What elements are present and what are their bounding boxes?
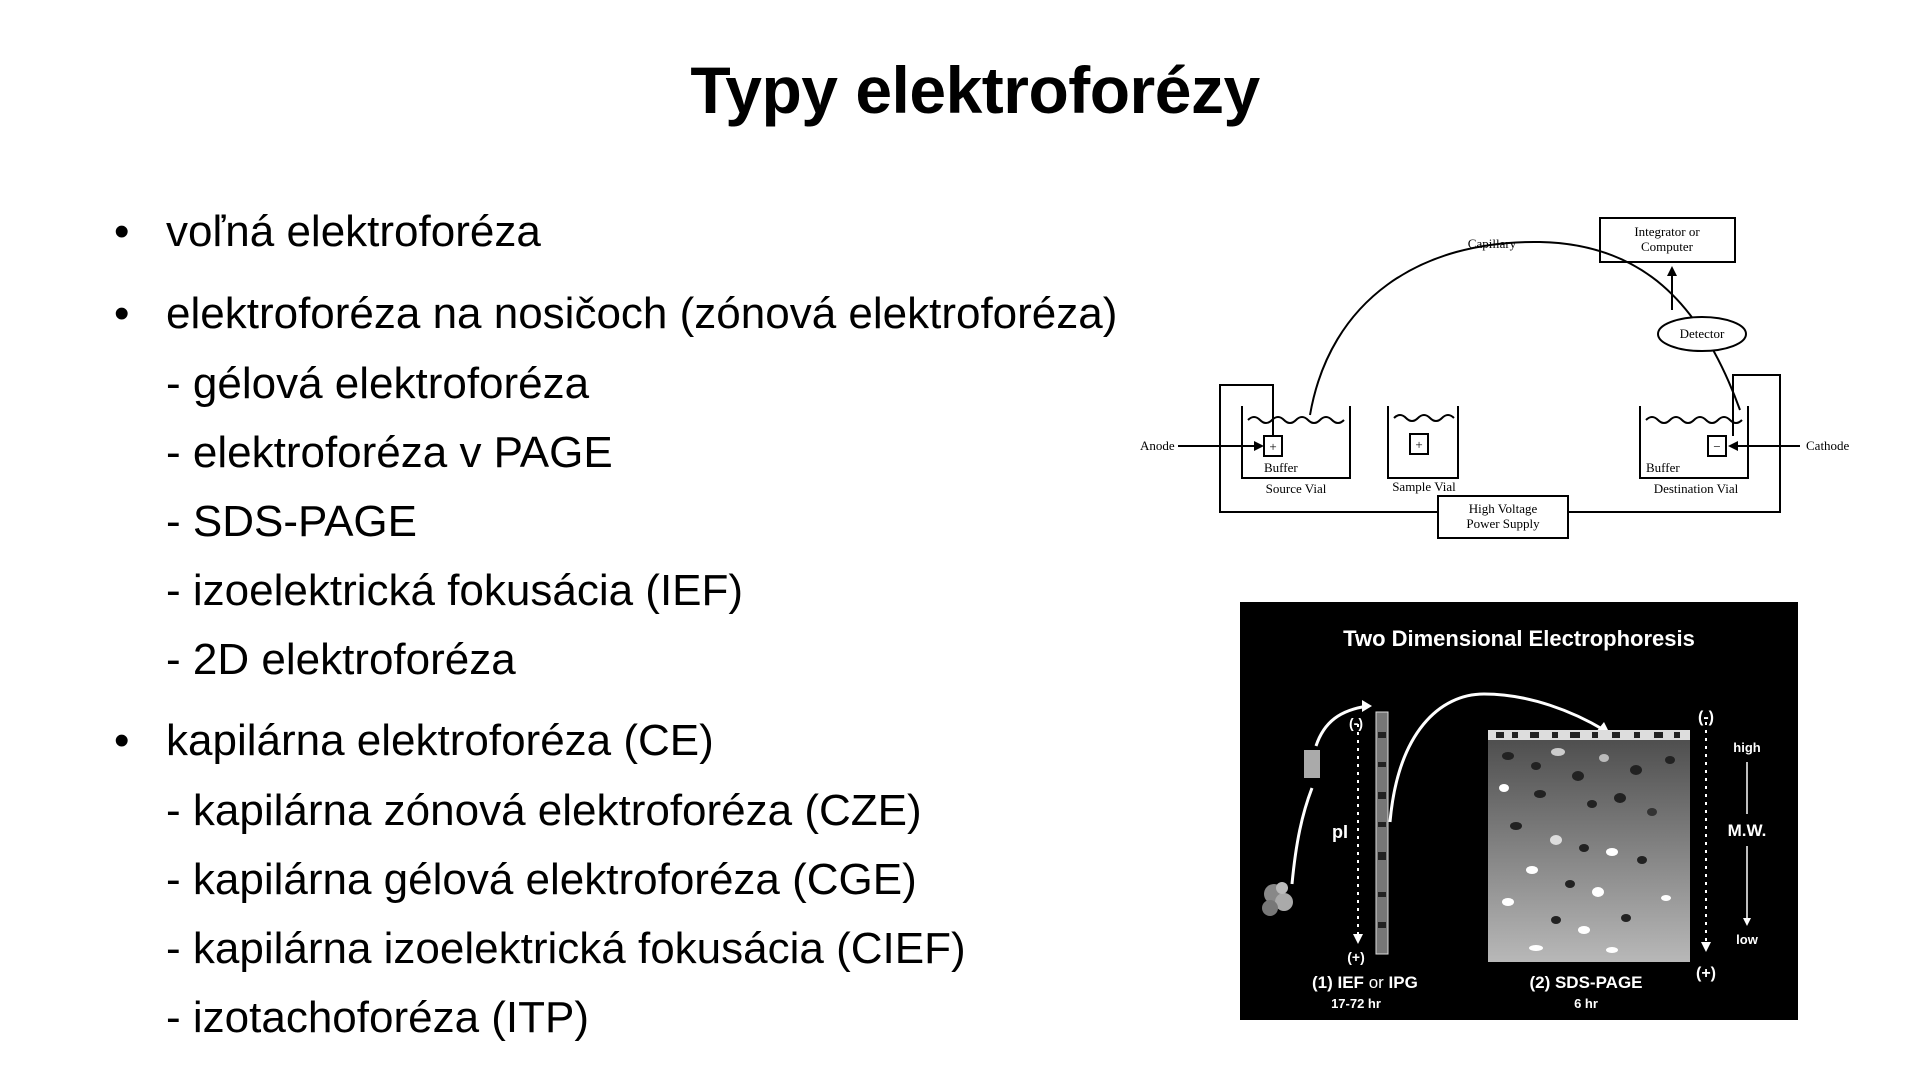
cathode-label: Cathode (1806, 438, 1850, 453)
buffer-label: Buffer (1646, 460, 1680, 475)
plus-sign: + (1415, 437, 1422, 452)
two-dimensional-electrophoresis-figure: Two Dimensional Electrophoresis (-) (+) … (1240, 602, 1798, 1020)
sample-vial-label: Sample Vial (1392, 479, 1456, 494)
cathode-wire (1568, 374, 1781, 513)
buffer-label: Buffer (1264, 460, 1298, 475)
detector-ellipse (1657, 316, 1747, 352)
positive-pole-right: (+) (1696, 965, 1716, 982)
mw-label: M.W. (1728, 821, 1767, 840)
source-vial-label: Source Vial (1266, 481, 1327, 496)
high-label: high (1733, 740, 1760, 755)
destination-vial-label: Destination Vial (1654, 481, 1739, 496)
arrowhead (1667, 266, 1677, 276)
integrator-label: Computer (1641, 239, 1694, 254)
sample-electrode (1409, 433, 1429, 455)
detector-label: Detector (1680, 326, 1725, 341)
step1-time: 17-72 hr (1331, 996, 1381, 1011)
ief-strip (1375, 711, 1389, 955)
negative-pole-right: (-) (1698, 709, 1714, 726)
sds-page-gel (1488, 730, 1690, 962)
step1-ief: (1) IEF (1312, 973, 1364, 992)
sample-tube (1304, 750, 1320, 778)
sub-item: - gélová elektroforéza (166, 359, 590, 408)
step2-label: (2) SDS-PAGE (1529, 973, 1642, 992)
positive-pole-left: (+) (1347, 949, 1365, 965)
bullet-dot: • (114, 207, 130, 256)
power-supply-label: High Voltage (1469, 501, 1538, 516)
arrow-tube-to-strip (1314, 704, 1369, 747)
bullet-dot: • (114, 716, 130, 765)
sub-item: - elektroforéza v PAGE (166, 428, 613, 477)
sub-item: - kapilárna zónová elektroforéza (CZE) (166, 786, 922, 835)
arrowhead (1254, 441, 1264, 451)
sample-vial (1387, 406, 1459, 479)
integrator-box (1599, 217, 1736, 263)
gel-spots (1499, 748, 1675, 953)
source-liquid (1247, 416, 1345, 424)
panel-title: Two Dimensional Electrophoresis (1343, 626, 1695, 651)
sub-item: - izotachoforéza (ITP) (166, 993, 590, 1042)
sub-item: - izoelektrická fokusácia (IEF) (166, 566, 744, 615)
strip-bands (1378, 732, 1386, 928)
destination-liquid (1645, 416, 1743, 424)
capillary-label: Capillary (1468, 236, 1517, 251)
low-label: low (1736, 932, 1759, 947)
sub-item: - kapilárna izoelektrická fokusácia (CIE… (166, 924, 966, 973)
slide-title: Typy elektroforézy (690, 53, 1260, 127)
step1-label: (1) IEF or IPG (1312, 973, 1418, 992)
anode-wire (1219, 384, 1438, 513)
arrowhead (1728, 441, 1738, 451)
bullet-dot: • (114, 289, 130, 338)
sample-liquid (1393, 414, 1455, 422)
cathode-electrode (1707, 435, 1727, 457)
capillary-electrophoresis-diagram: Capillary Integrator or Computer Detecto… (1140, 217, 1850, 539)
power-supply-label: Power Supply (1466, 516, 1540, 531)
bullet-item: • kapilárna elektroforéza (CE) (114, 716, 714, 766)
gel-loading-strip (1488, 730, 1690, 740)
power-supply-box (1437, 495, 1569, 539)
arrowhead (1701, 942, 1711, 952)
bullet-label: elektroforéza na nosičoch (zónová elektr… (166, 289, 1118, 338)
arrowhead (1743, 918, 1751, 926)
bullet-label: voľná elektroforéza (166, 207, 541, 256)
arrowhead (1362, 700, 1372, 712)
step2-time: 6 hr (1574, 996, 1598, 1011)
integrator-label: Integrator or (1634, 224, 1700, 239)
arrow-strip-to-gel (1388, 692, 1605, 823)
bullet-item: • elektroforéza na nosičoch (zónová elek… (114, 289, 1118, 339)
bullet-label: kapilárna elektroforéza (CE) (166, 716, 714, 765)
arrowhead (1353, 934, 1363, 944)
anode-label: Anode (1140, 438, 1175, 453)
sample-blob (1262, 882, 1293, 916)
destination-vial (1639, 406, 1749, 479)
source-vial (1241, 406, 1351, 479)
sub-item: - 2D elektroforéza (166, 635, 516, 684)
sub-item: - SDS-PAGE (166, 497, 418, 546)
pi-label: pI (1332, 822, 1348, 842)
step1-or: or (1369, 973, 1384, 992)
sub-item: - kapilárna gélová elektroforéza (CGE) (166, 855, 917, 904)
bullet-item: • voľná elektroforéza (114, 207, 541, 257)
negative-pole-left: (-) (1349, 715, 1363, 731)
step1-ipg: IPG (1389, 973, 1418, 992)
arrow-blob-to-tube (1290, 787, 1314, 885)
loading-strip-bands (1496, 732, 1680, 738)
plus-sign: + (1269, 439, 1276, 454)
minus-sign: − (1713, 439, 1720, 454)
